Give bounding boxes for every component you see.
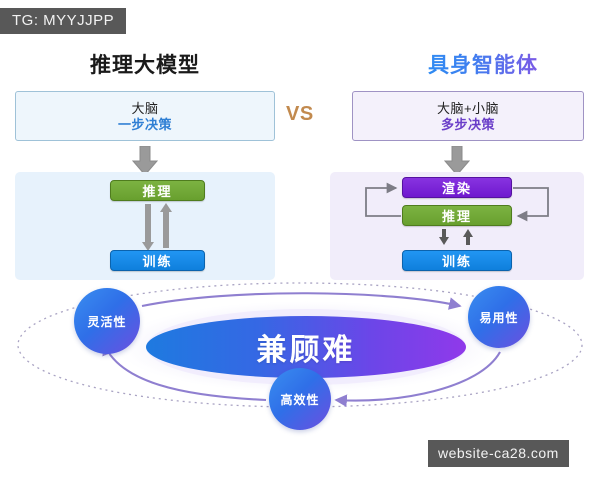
orbit-center-ellipse: 兼顾难 bbox=[146, 316, 466, 378]
left-summary-line2: 一步决策 bbox=[117, 117, 172, 132]
right-flow-box-inference[interactable]: 推理 bbox=[402, 205, 512, 226]
orbit-center-label: 兼顾难 bbox=[256, 334, 356, 367]
right-down-arrow-icon bbox=[444, 146, 470, 176]
orbit-node-usability-label: 易用性 bbox=[479, 310, 519, 325]
right-flow-box-render[interactable]: 渲染 bbox=[402, 177, 512, 198]
site-watermark-tag: website-ca28.com bbox=[428, 440, 569, 467]
orbit-node-flexibility-label: 灵活性 bbox=[87, 314, 127, 329]
right-flow-box-training[interactable]: 训练 bbox=[402, 250, 512, 271]
right-summary-line2: 多步决策 bbox=[440, 117, 495, 132]
right-summary-box: 大脑+小脑 多步决策 bbox=[352, 91, 584, 141]
left-down-arrow-icon bbox=[132, 146, 158, 176]
right-summary-line1: 大脑+小脑 bbox=[436, 101, 500, 116]
orbit-node-efficiency[interactable]: 高效性 bbox=[269, 368, 331, 430]
tg-watermark-tag: TG: MYYJJPP bbox=[0, 8, 127, 34]
orbit-node-efficiency-label: 高效性 bbox=[280, 392, 320, 407]
left-column-heading: 推理大模型 bbox=[90, 54, 200, 77]
right-column-heading: 具身智能体 bbox=[428, 49, 538, 79]
orbit-node-flexibility[interactable]: 灵活性 bbox=[74, 288, 140, 354]
left-flow-box-training[interactable]: 训练 bbox=[110, 250, 205, 271]
left-flow-box-inference[interactable]: 推理 bbox=[110, 180, 205, 201]
left-summary-box: 大脑 一步决策 bbox=[15, 91, 275, 141]
vs-label: VS bbox=[286, 103, 314, 125]
left-summary-line1: 大脑 bbox=[131, 101, 159, 116]
orbit-node-usability[interactable]: 易用性 bbox=[468, 286, 530, 348]
orbit-arrow-flex-to-easy bbox=[141, 292, 462, 310]
